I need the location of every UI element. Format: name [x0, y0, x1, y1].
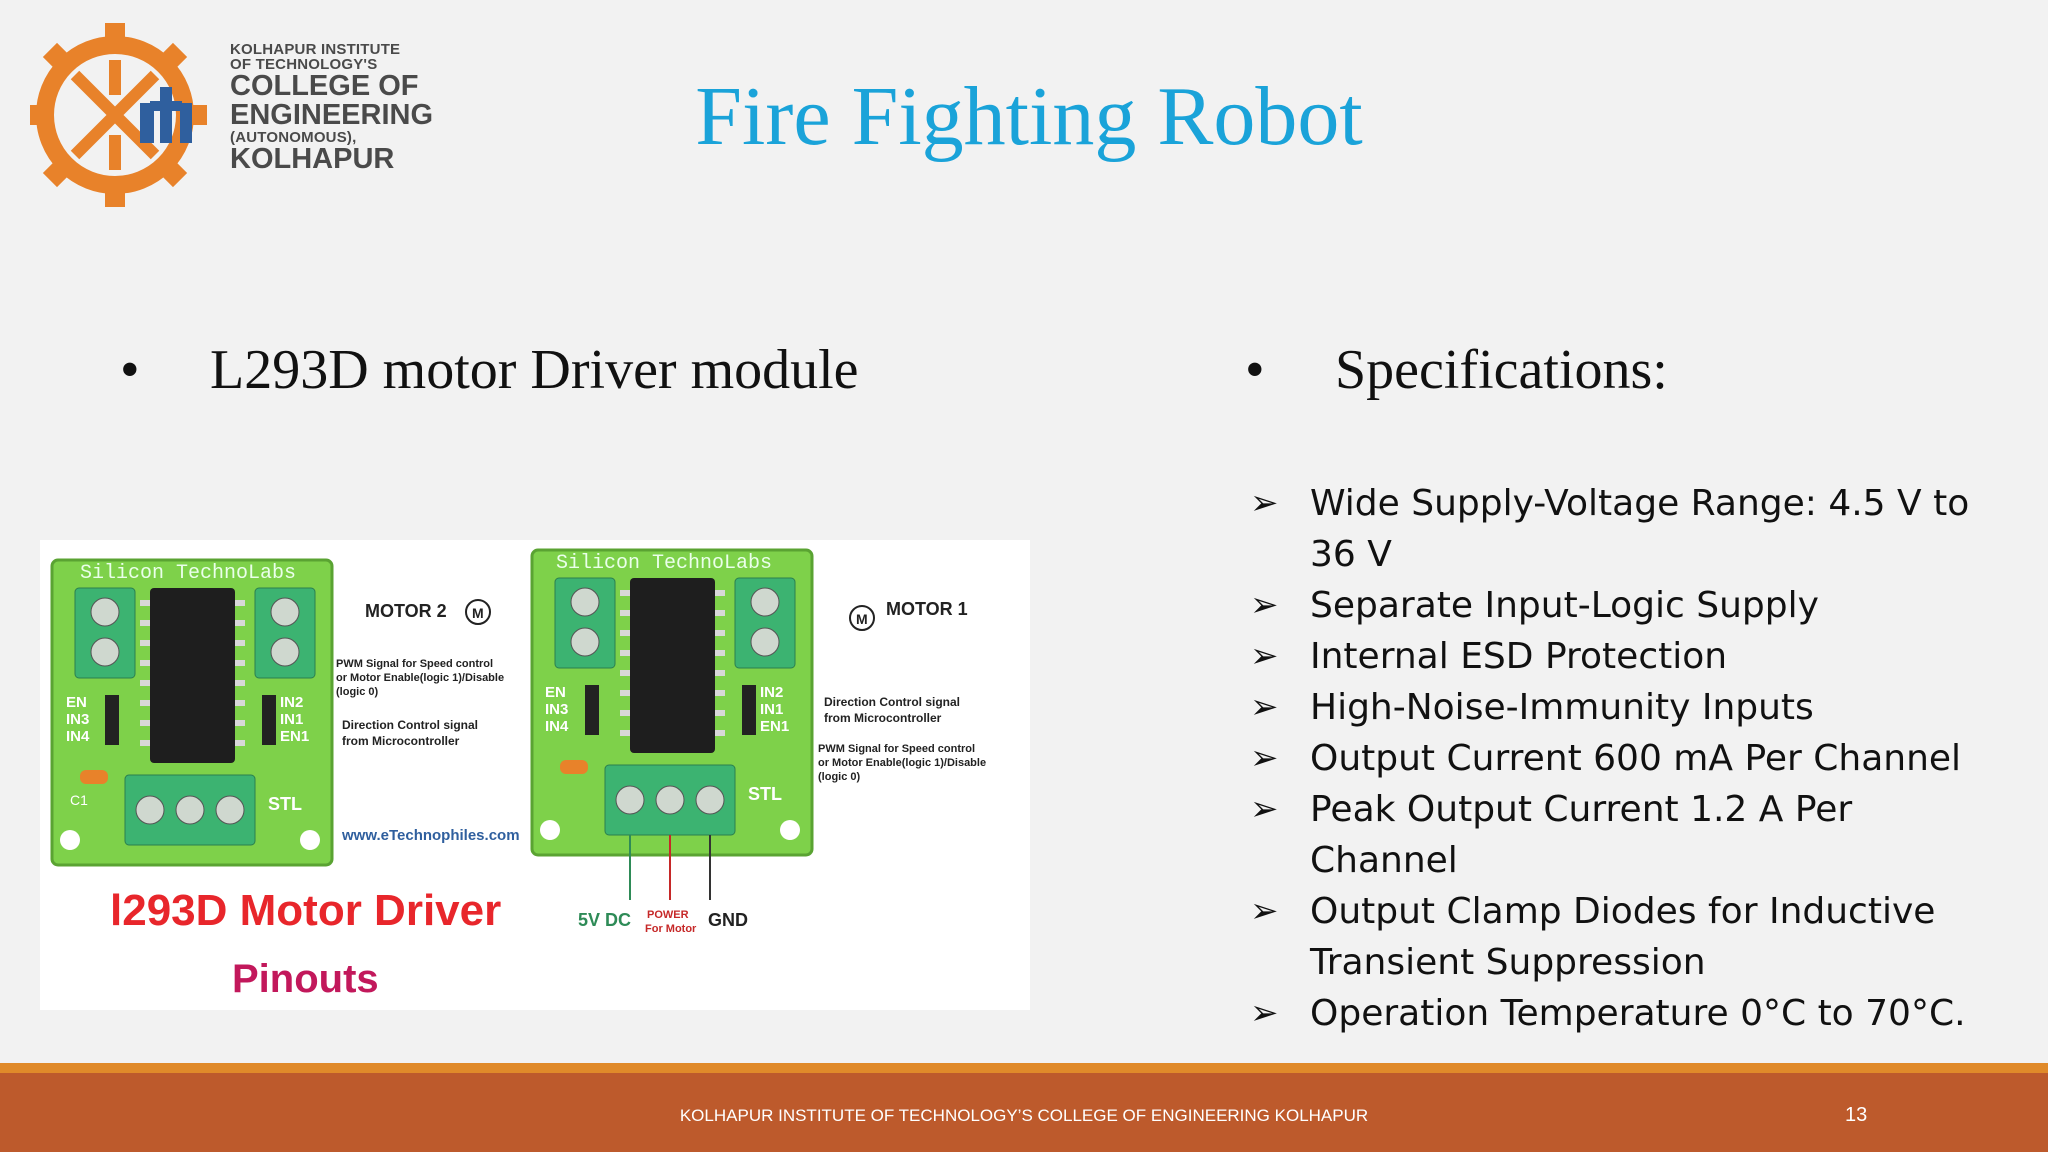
- brand-label: Silicon TechnoLabs: [556, 552, 772, 575]
- spec-text: Operation Temperature 0°C to 70°C.: [1310, 993, 1966, 1034]
- annotation-text: from Microcontroller: [824, 711, 942, 725]
- pin-label: IN2: [760, 684, 783, 701]
- right-bullet-text: Specifications:: [1335, 339, 1668, 401]
- pin-label: EN: [545, 684, 566, 701]
- stl-label: STL: [748, 784, 782, 804]
- spec-text: Peak Output Current 1.2 A Per Channel: [1310, 789, 1853, 881]
- footer-bar: [0, 1073, 2048, 1152]
- slide-title-text: Fire Fighting Robot: [695, 70, 1363, 163]
- spec-item: ➢ Operation Temperature 0°C to 70°C.: [1250, 988, 2010, 1039]
- pin-label: IN4: [66, 728, 90, 745]
- stl-label: STL: [268, 794, 302, 814]
- spec-text: Separate Input-Logic Supply: [1310, 585, 1819, 626]
- spec-list: ➢ Wide Supply-Voltage Range: 4.5 V to 36 …: [1250, 478, 2010, 1039]
- pin-label: IN3: [545, 701, 568, 718]
- arrow-bullet-icon: ➢: [1250, 636, 1279, 676]
- spec-item: ➢ Separate Input-Logic Supply: [1250, 580, 2010, 631]
- gear-logo-icon: [23, 23, 207, 207]
- motor2-label: MOTOR 2: [365, 601, 447, 621]
- bullet-dot: •: [1245, 339, 1265, 401]
- spec-item: ➢ Output Current 600 mA Per Channel: [1250, 733, 2010, 784]
- l293d-pinout-illustration: Silicon TechnoLabs EN IN3 IN4: [50, 548, 986, 1001]
- annotation-text: (logic 0): [818, 771, 861, 783]
- pin-label: IN2: [280, 694, 303, 711]
- annotation-text: Direction Control signal: [342, 718, 478, 732]
- footer-accent-line: [0, 1063, 2048, 1073]
- arrow-bullet-icon: ➢: [1250, 483, 1279, 523]
- motor1-label: MOTOR 1: [886, 599, 968, 619]
- brand-label: Silicon TechnoLabs: [80, 562, 296, 585]
- footer-text: KOLHAPUR INSTITUTE OF TECHNOLOGY’S COLLE…: [679, 1106, 1369, 1125]
- arrow-bullet-icon: ➢: [1250, 687, 1279, 727]
- spec-item: ➢ Wide Supply-Voltage Range: 4.5 V to 36 …: [1250, 478, 2010, 580]
- logo-line: KOLHAPUR: [230, 143, 395, 175]
- spec-item: ➢ Peak Output Current 1.2 A Per Channel: [1250, 784, 2010, 886]
- power-label: For Motor: [645, 923, 697, 935]
- spec-text: Internal ESD Protection: [1310, 636, 1728, 677]
- arrow-bullet-icon: ➢: [1250, 585, 1279, 625]
- logo-line: COLLEGE OF: [230, 70, 419, 102]
- bullet-dot: •: [120, 339, 140, 401]
- pin-label: IN4: [545, 718, 569, 735]
- spec-item: ➢ High-Noise-Immunity Inputs: [1250, 682, 2010, 733]
- logo-line: OF TECHNOLOGY'S: [230, 56, 378, 73]
- spec-text: High-Noise-Immunity Inputs: [1310, 687, 1814, 728]
- college-logo: KOLHAPUR INSTITUTE OF TECHNOLOGY'S COLLE…: [23, 20, 433, 210]
- arrow-bullet-icon: ➢: [1250, 789, 1279, 829]
- arrow-bullet-icon: ➢: [1250, 738, 1279, 778]
- l293d-pinout-image: Silicon TechnoLabs EN IN3 IN4: [40, 540, 1030, 1010]
- annotation-text: from Microcontroller: [342, 734, 460, 748]
- c1-label: C1: [70, 792, 88, 808]
- caption-title: l293D Motor Driver: [110, 886, 501, 935]
- website-text: www.eTechnophiles.com: [341, 827, 520, 844]
- arrow-bullet-icon: ➢: [1250, 993, 1279, 1033]
- pin-label: EN: [66, 694, 87, 711]
- right-board: Silicon TechnoLabs EN IN3 IN4 IN2 IN1 EN…: [530, 548, 814, 900]
- slide-title: Fire Fighting Robot: [0, 68, 2048, 165]
- annotation-text: PWM Signal for Speed control: [336, 658, 493, 670]
- power-label: POWER: [647, 909, 689, 921]
- pin-label: EN1: [280, 728, 309, 745]
- logo-line: (AUTONOMOUS),: [230, 129, 357, 146]
- pin-label: IN1: [280, 711, 303, 728]
- left-bullet-text: L293D motor Driver module: [210, 339, 859, 401]
- logo-line: KOLHAPUR INSTITUTE: [230, 41, 401, 58]
- motor-symbol-icon: M: [856, 611, 868, 627]
- annotation-text: (logic 0): [336, 686, 379, 698]
- spec-text: Wide Supply-Voltage Range: 4.5 V to 36 V: [1310, 483, 1970, 575]
- annotation-text: PWM Signal for Speed control: [818, 743, 975, 755]
- arrow-bullet-icon: ➢: [1250, 891, 1279, 931]
- motor-symbol-icon: M: [472, 605, 484, 621]
- spec-text: Output Current 600 mA Per Channel: [1310, 738, 1962, 779]
- annotation-text: Direction Control signal: [824, 695, 960, 709]
- spec-item: ➢ Internal ESD Protection: [1250, 631, 2010, 682]
- logo-line: ENGINEERING: [230, 99, 434, 131]
- left-board: Silicon TechnoLabs EN IN3 IN4: [50, 558, 334, 867]
- spec-item: ➢ Output Clamp Diodes for Inductive Trans…: [1250, 886, 2010, 988]
- caption-subtitle: Pinouts: [232, 957, 379, 1001]
- page-number: 13: [1845, 1104, 1868, 1126]
- annotation-text: or Motor Enable(logic 1)/Disable: [818, 757, 986, 769]
- gnd-label: GND: [708, 910, 748, 930]
- pin-label: IN1: [760, 701, 783, 718]
- right-bullet: • Specifications:: [1245, 338, 1668, 402]
- pin-label: IN3: [66, 711, 89, 728]
- pin-label: EN1: [760, 718, 789, 735]
- left-bullet: • L293D motor Driver module: [120, 338, 859, 402]
- annotation-text: or Motor Enable(logic 1)/Disable: [336, 672, 504, 684]
- logo-text: KOLHAPUR INSTITUTE OF TECHNOLOGY'S COLLE…: [230, 42, 433, 174]
- power-label: 5V DC: [578, 910, 631, 930]
- spec-text: Output Clamp Diodes for Inductive Transi…: [1310, 891, 1936, 983]
